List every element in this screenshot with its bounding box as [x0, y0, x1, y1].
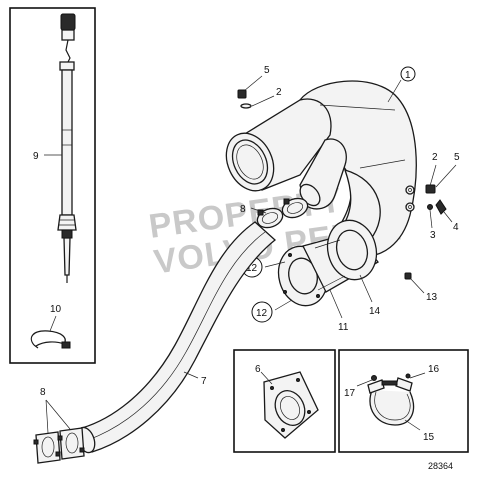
callout-11: 11 — [338, 322, 349, 333]
callout-8a: 8 — [240, 204, 246, 215]
flange-assembly — [277, 219, 412, 307]
exhaust-hose — [76, 221, 277, 454]
callout-1-circle — [400, 66, 416, 82]
callout-14: 14 — [369, 306, 381, 317]
callout-2b: 2 — [432, 152, 438, 163]
callout-3: 3 — [430, 230, 436, 241]
callout-8b: 8 — [40, 387, 46, 398]
leader-5b — [435, 164, 457, 188]
callout-2a: 2 — [276, 87, 282, 98]
callout-5a: 5 — [264, 65, 270, 76]
diagram-reference-number: 28364 — [428, 461, 453, 471]
hose-clamps-upper — [256, 197, 309, 229]
callout-12a: 12 — [246, 263, 258, 274]
leader-3 — [429, 209, 433, 229]
temperature-sensor — [57, 13, 77, 283]
hose-clamps-lower — [33, 427, 85, 464]
leader-10 — [49, 315, 57, 332]
leader-12b — [274, 299, 293, 311]
callout-15: 15 — [423, 432, 435, 443]
leader-15 — [404, 419, 421, 431]
leader-16 — [409, 372, 426, 379]
leader-4 — [443, 211, 453, 223]
leader-17 — [356, 379, 373, 387]
callout-17: 17 — [344, 388, 356, 399]
leader-5a — [243, 75, 263, 92]
leader-13 — [409, 277, 425, 294]
leader-2a — [251, 95, 275, 107]
exhaust-elbow — [225, 80, 417, 257]
leader-7 — [183, 371, 199, 379]
callout-16: 16 — [428, 364, 440, 375]
plug-top — [237, 89, 252, 109]
callout-9: 9 — [33, 151, 39, 162]
clamp-inset-frame — [338, 349, 469, 453]
callout-7: 7 — [201, 376, 207, 387]
callout-1: 1 — [405, 70, 411, 81]
leader-8b-2 — [45, 399, 71, 430]
callout-10: 10 — [50, 304, 62, 315]
callout-6: 6 — [255, 364, 261, 375]
callout-12b-circle — [251, 301, 273, 323]
callout-4: 4 — [453, 222, 459, 233]
leader-2b — [429, 164, 437, 187]
flange-inset-frame — [233, 349, 336, 453]
callout-5b: 5 — [454, 152, 460, 163]
cable-tie — [30, 330, 71, 349]
leader-8a — [250, 207, 267, 214]
sensor-inset-frame — [9, 7, 96, 364]
leader-6 — [260, 371, 273, 385]
leader-14 — [359, 274, 373, 303]
band-clamp — [367, 373, 415, 426]
callout-12b: 12 — [256, 308, 268, 319]
leader-1 — [387, 79, 402, 103]
leader-8b-1 — [45, 399, 49, 434]
flange-part — [263, 371, 319, 439]
leader-11 — [329, 289, 343, 319]
side-plugs — [405, 184, 447, 215]
leader-12a — [264, 261, 286, 268]
callout-13: 13 — [426, 292, 438, 303]
